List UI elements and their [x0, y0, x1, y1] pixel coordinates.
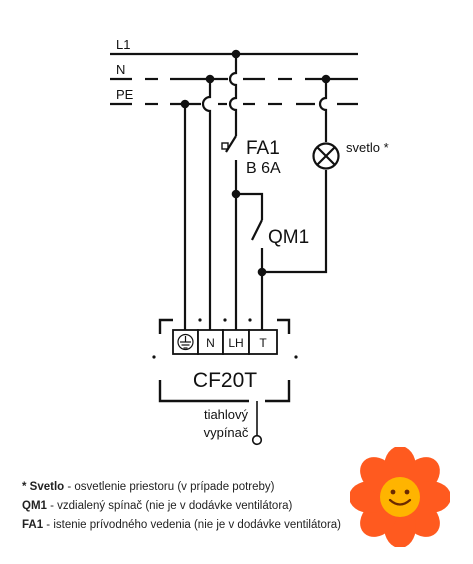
lamp-cross-icon	[312, 142, 340, 170]
ground-icon	[177, 333, 194, 351]
qm1-label: QM1	[268, 227, 309, 248]
fa1-label: FA1	[246, 138, 280, 159]
terminal-n	[197, 329, 224, 355]
housing-dots	[152, 318, 298, 359]
legend-item-fa1: FA1 - istenie prívodného vedenia (nie je…	[22, 519, 341, 531]
terminal-lh-label: LH	[228, 336, 243, 350]
terminal-t-label: T	[259, 336, 267, 350]
switch-label-line2: vypínač	[204, 425, 249, 440]
qm1-contact	[251, 219, 263, 241]
qm1-in-wire	[236, 192, 264, 220]
switch-label-line1: tiahlový	[204, 407, 249, 422]
junction-dots	[180, 49, 331, 277]
l1-wire	[228, 54, 238, 136]
unit-name: CF20T	[193, 369, 257, 392]
terminal-n-label: N	[206, 336, 215, 350]
n-label: N	[116, 62, 125, 77]
legend-item-qm1: QM1 - vzdialený spínač (nie je v dodávke…	[22, 500, 293, 512]
legend-item-svetlo: * Svetlo - osvetlenie priestoru (v prípa…	[22, 481, 275, 493]
pull-switch-icon	[251, 401, 263, 446]
legend: * Svetlo - osvetlenie priestoru (v prípa…	[22, 478, 341, 535]
l1-label: L1	[116, 37, 130, 52]
n-wire	[201, 79, 212, 320]
terminal-stubs	[183, 320, 264, 330]
cf20t-housing	[158, 318, 291, 403]
lamp-label: svetlo *	[346, 140, 389, 155]
lamp-switched-wire	[262, 170, 328, 274]
pe-label: PE	[116, 87, 134, 102]
fa1-trip-marker	[221, 142, 229, 150]
lamp-n-wire	[318, 79, 328, 142]
smiling-flower-icon	[350, 447, 450, 547]
fa1-rating: B 6A	[246, 160, 281, 177]
